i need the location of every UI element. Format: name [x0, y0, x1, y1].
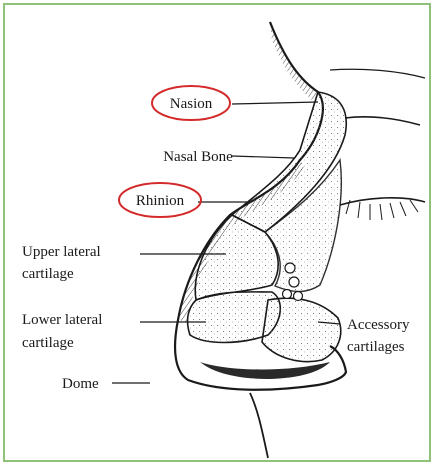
brow-line [330, 69, 425, 78]
label-lower-lateral-line2: cartilage [22, 335, 74, 351]
soft-tissue-band [270, 22, 318, 100]
label-dome: Dome [62, 376, 99, 392]
label-nasion: Nasion [170, 96, 213, 112]
label-rhinion: Rhinion [136, 193, 185, 209]
alar-lobule [262, 298, 341, 361]
label-accessory-line1: Accessory [347, 317, 410, 333]
label-upper-lateral-line2: cartilage [22, 266, 74, 282]
label-lower-lateral-line1: Lower lateral [22, 312, 102, 328]
label-upper-lateral-line1: Upper lateral [22, 244, 101, 260]
label-nasal-bone: Nasal Bone [163, 149, 233, 165]
nostril [200, 362, 330, 379]
lip-outline [250, 393, 268, 458]
label-accessory-line2: cartilages [347, 339, 405, 355]
upper-eyelid-line [345, 117, 420, 125]
eyelashes [346, 200, 418, 220]
